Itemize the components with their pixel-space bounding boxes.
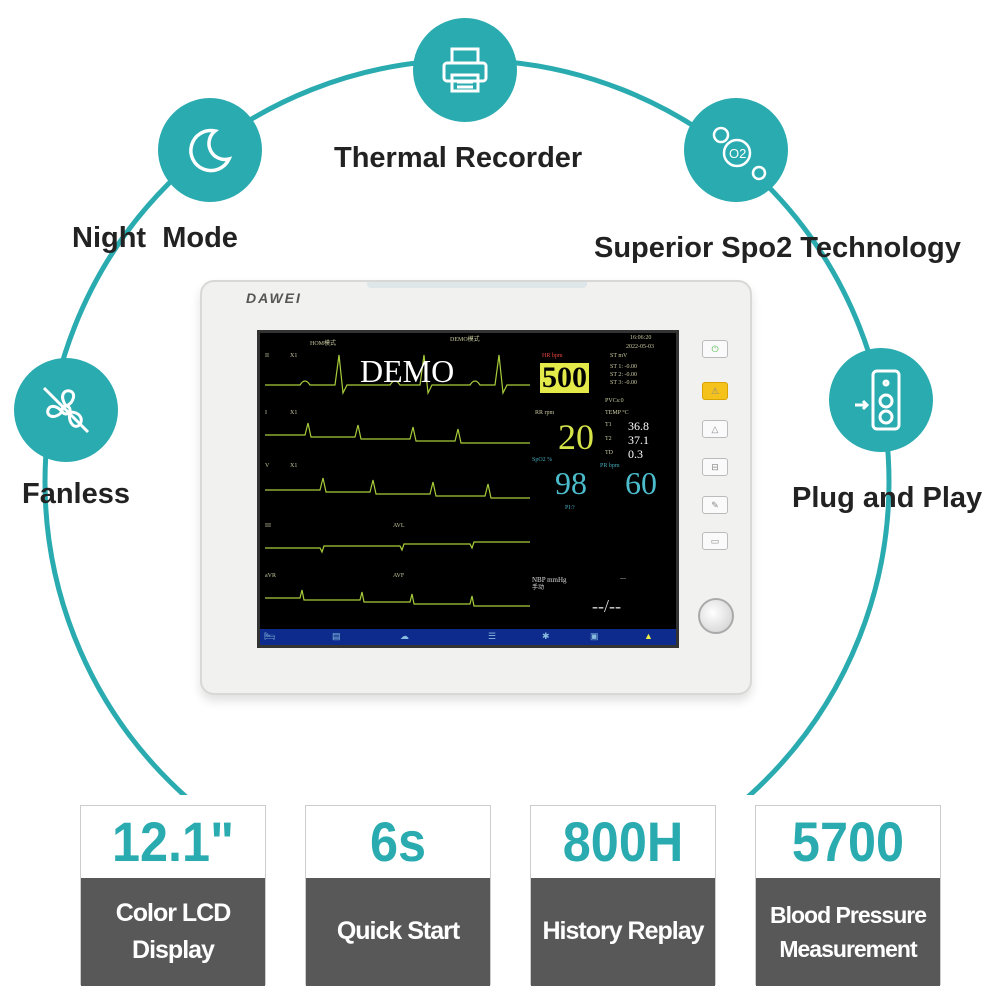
st-value: ST 3: -0.00 <box>610 380 638 386</box>
patient-info-icon[interactable]: ▤ <box>332 631 341 641</box>
spec-value: 6s <box>315 806 481 878</box>
nbp-label: NBP mmHg <box>532 576 567 584</box>
temp-value: 37.1 <box>628 433 649 447</box>
temp-key: T1 <box>605 422 612 428</box>
printer-icon <box>413 18 517 122</box>
lead-label: aVR <box>265 573 276 579</box>
demo-watermark: DEMO <box>360 353 455 389</box>
freeze-button[interactable]: ⊟ <box>702 458 728 476</box>
feature-label: Fanless <box>22 478 130 510</box>
pr-label: PR bpm <box>600 463 620 469</box>
nbp-value: --/-- <box>592 596 621 616</box>
lead-label: II <box>265 353 269 359</box>
temp-key: TD <box>605 450 613 456</box>
lead-label: AVL <box>393 523 405 529</box>
temp-value: 36.8 <box>628 419 649 433</box>
lead-label: III <box>265 523 271 529</box>
spec-card: 6s Quick Start <box>305 805 491 986</box>
pvcs: PVCs:0 <box>605 398 624 404</box>
monitor-screen: HOM模式 DEMO模式 16:06:20 2022-05-03 II X1 I… <box>257 330 679 648</box>
alarm-reset-button[interactable]: △ <box>702 420 728 438</box>
hr-label: HR bpm <box>542 353 563 359</box>
spec-value: 12.1" <box>90 806 256 878</box>
lead-label: I <box>265 410 267 416</box>
temp-value: 0.3 <box>628 447 643 461</box>
brand-logo: DAWEI <box>246 290 302 306</box>
cloud-icon[interactable]: ☁ <box>400 631 409 641</box>
spec-card: 800H History Replay <box>530 805 716 986</box>
spec-value: 800H <box>540 806 706 878</box>
alarm-silence-button[interactable]: ⚠ <box>702 382 728 400</box>
mode-left: HOM模式 <box>310 341 337 347</box>
st-label: ST mV <box>610 353 628 359</box>
svg-text:O2: O2 <box>729 146 746 161</box>
plug-module-icon <box>829 348 933 452</box>
lead-gain: X1 <box>290 410 298 416</box>
feature-label: Superior Spo2 Technology <box>594 232 961 264</box>
pi-value: PI:? <box>565 505 575 511</box>
st-value: ST 1: -0.00 <box>610 364 638 370</box>
oxygen-bubbles-icon: O2 <box>684 98 788 202</box>
spo2-label: SpO2 % <box>532 457 553 463</box>
alarm-light-bar <box>367 282 587 288</box>
toolbar: 🛏 ▤ ☁ ☰ ✱ ▣ ▲ <box>260 629 676 645</box>
patient-monitor: DAWEI HOM模式 DEMO模式 16:06:20 2022-05-03 I… <box>200 280 752 695</box>
nbp-dash: --- <box>620 576 626 582</box>
feature-label: Plug and Play <box>792 482 983 514</box>
date: 2022-05-03 <box>626 344 654 350</box>
bed-icon[interactable]: 🛏 <box>264 631 276 641</box>
temp-label: TEMP °C <box>605 410 629 416</box>
review-icon[interactable]: ▣ <box>590 631 599 641</box>
moon-icon <box>158 98 262 202</box>
nibp-button[interactable]: ✎ <box>702 496 728 514</box>
spec-label: History Replay <box>531 878 715 986</box>
ecg-waveforms <box>265 354 530 607</box>
print-button[interactable]: ▭ <box>702 532 728 550</box>
mode-right: DEMO模式 <box>450 337 480 343</box>
lead-gain: X1 <box>290 463 298 469</box>
hr-value: 500 <box>540 361 589 394</box>
feature-label: Night Mode <box>72 222 238 254</box>
spec-card: 5700 Blood Pressure Measurement <box>755 805 941 986</box>
spec-label: Blood Pressure Measurement <box>756 878 940 986</box>
spec-label: Quick Start <box>306 878 490 986</box>
spec-card: 12.1" Color LCD Display <box>80 805 266 986</box>
nbp-start-icon[interactable]: ✱ <box>542 631 550 641</box>
time: 16:06:20 <box>630 335 652 341</box>
st-value: ST 2: -0.00 <box>610 372 638 378</box>
alarm-warning-icon[interactable]: ▲ <box>644 631 653 641</box>
spec-value: 5700 <box>765 806 931 878</box>
rr-value: 20 <box>558 417 594 457</box>
rr-label: RR rpm <box>535 410 555 416</box>
temp-key: T2 <box>605 436 612 442</box>
lead-label: V <box>265 463 270 469</box>
lead-label: AVF <box>393 573 405 579</box>
feature-label: Thermal Recorder <box>334 142 583 174</box>
no-fan-icon <box>14 358 118 462</box>
spec-label: Color LCD Display <box>81 878 265 986</box>
rotary-knob[interactable] <box>698 598 734 634</box>
lead-gain: X1 <box>290 353 298 359</box>
nbp-mode: 手动 <box>532 585 545 591</box>
spo2-value: 98 <box>555 465 587 501</box>
pr-value: 60 <box>625 465 657 501</box>
power-button[interactable]: ⏻ <box>702 340 728 358</box>
menu-list-icon[interactable]: ☰ <box>488 631 497 641</box>
